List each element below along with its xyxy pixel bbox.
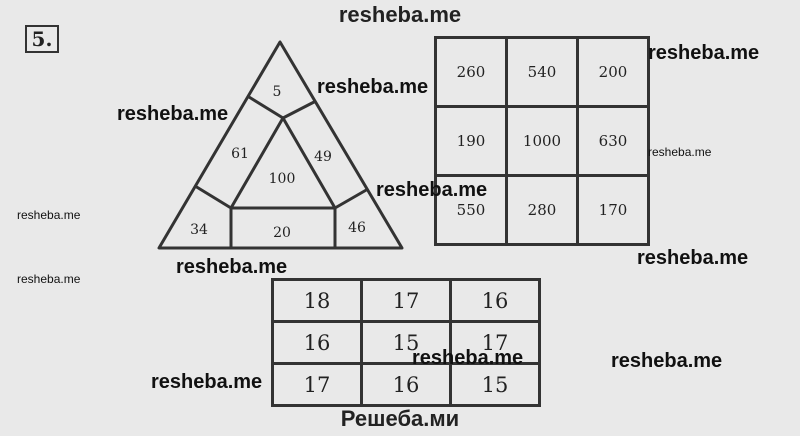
grid-cell: 17: [271, 362, 363, 407]
watermark: resheba.me: [151, 371, 263, 393]
grid-cell: 16: [360, 362, 452, 407]
grid-cell: 15: [449, 362, 541, 407]
grid-cell: 550: [434, 174, 508, 246]
grid-cell: 280: [505, 174, 579, 246]
watermark: resheba.me: [611, 350, 723, 372]
watermark: resheba.me: [648, 145, 712, 159]
grid-row: 190 1000 630: [434, 105, 650, 177]
number-grid-small: 18 17 16 16 15 17 17 16 15: [271, 278, 541, 407]
watermark: resheba.me: [176, 256, 288, 278]
tri-bottom-left-value: 34: [190, 222, 208, 238]
grid-cell: 630: [576, 105, 650, 177]
grid-cell: 16: [271, 320, 363, 365]
divider-right-lower: [334, 187, 369, 210]
watermark: resheba.me: [412, 347, 524, 369]
grid-row: 17 16 15: [271, 362, 541, 407]
grid-cell: 170: [576, 174, 650, 246]
grid-cell: 200: [576, 36, 650, 108]
outer-triangle: [157, 40, 404, 250]
watermark: resheba.me: [17, 208, 81, 222]
grid-row: 18 17 16: [271, 278, 541, 323]
grid-cell: 17: [449, 320, 541, 365]
grid-cell: 17: [360, 278, 452, 323]
tri-bottom-right-value: 46: [348, 220, 366, 236]
task-number: 5.: [25, 25, 59, 53]
grid-cell: 16: [449, 278, 541, 323]
site-header: resheba.me: [338, 2, 462, 27]
grid-cell: 1000: [505, 105, 579, 177]
number-grid-large: 260 540 200 190 1000 630 550 280 170: [434, 36, 650, 246]
site-footer: Решеба.ми: [340, 406, 460, 431]
inner-triangle: [229, 116, 337, 210]
divider-left-lower: [194, 184, 232, 210]
watermark: resheba.me: [117, 103, 229, 125]
divider-top-left: [248, 95, 284, 120]
watermark: resheba.me: [637, 247, 749, 269]
grid-row: 260 540 200: [434, 36, 650, 108]
grid-cell: 15: [360, 320, 452, 365]
watermark: resheba.me: [648, 42, 760, 64]
grid-row: 16 15 17: [271, 320, 541, 365]
tri-right-mid-value: 49: [314, 149, 332, 165]
tri-center-value: 100: [269, 171, 296, 187]
tri-top-value: 5: [273, 84, 282, 100]
grid-cell: 260: [434, 36, 508, 108]
grid-cell: 540: [505, 36, 579, 108]
watermark: resheba.me: [317, 76, 429, 98]
grid-cell: 18: [271, 278, 363, 323]
tri-bottom-middle-value: 20: [273, 225, 291, 241]
grid-row: 550 280 170: [434, 174, 650, 246]
divider-top-right: [282, 99, 317, 120]
watermark: resheba.me: [17, 272, 81, 286]
watermark: resheba.me: [376, 179, 488, 201]
tri-left-mid-value: 61: [231, 146, 249, 162]
grid-cell: 190: [434, 105, 508, 177]
